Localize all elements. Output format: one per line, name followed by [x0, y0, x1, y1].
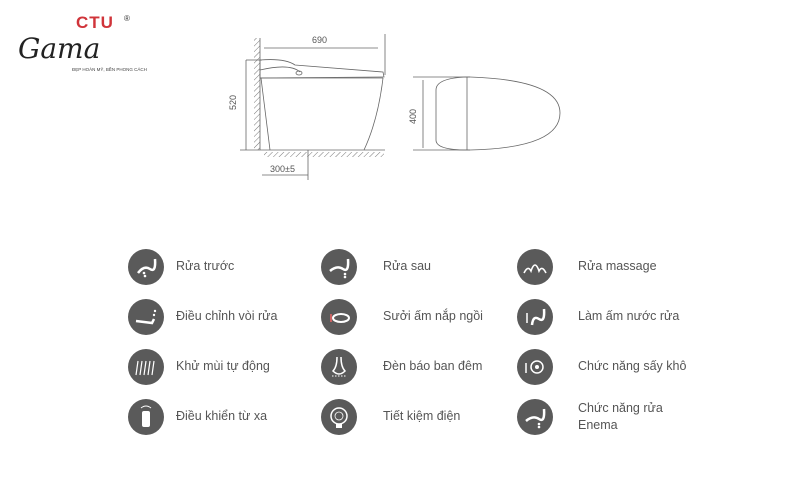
nozzle-adjust-icon — [128, 299, 164, 335]
rear-wash-icon — [321, 249, 357, 285]
front-wash-icon — [128, 249, 164, 285]
remote-control-icon — [128, 399, 164, 435]
side-view — [240, 34, 386, 180]
dimension-height: 520 — [228, 94, 238, 110]
water-warming-icon — [517, 299, 553, 335]
feature-label: Chức năng sấy khô — [578, 359, 687, 373]
brand-logo: Gama CTU ® ĐẸP HOÀN MỸ, BỀN PHONG CÁCH — [18, 14, 168, 78]
deodorize-icon — [128, 349, 164, 385]
feature-label: Điều chỉnh vòi rửa — [176, 309, 278, 323]
dimension-width: 400 — [408, 108, 418, 124]
seat-heating-icon — [321, 299, 357, 335]
feature-label: Chức năng rửa Enema — [578, 401, 663, 432]
feature-label: Sưởi ấm nắp ngồi — [383, 309, 483, 323]
feature-label: Khử mùi tự động — [176, 359, 270, 373]
feature-label: Làm ấm nước rửa — [578, 309, 680, 323]
logo-script: Gama — [18, 32, 101, 65]
massage-wash-icon — [517, 249, 553, 285]
dimension-rough-in: 300±5 — [270, 164, 295, 174]
enema-wash-icon — [517, 399, 553, 435]
eco-icon — [321, 399, 357, 435]
dimension-length: 690 — [312, 35, 328, 45]
feature-label: Rửa sau — [383, 259, 431, 273]
feature-label: Đèn báo ban đêm — [383, 359, 483, 373]
logo-tagline: ĐẸP HOÀN MỸ, BỀN PHONG CÁCH — [72, 67, 147, 72]
feature-label: Rửa massage — [578, 259, 657, 273]
feature-label: Tiết kiệm điện — [383, 409, 461, 423]
logo-brand: CTU — [76, 13, 114, 32]
feature-label: Điều khiển từ xa — [176, 409, 268, 423]
dryer-icon — [517, 349, 553, 385]
top-view — [413, 76, 561, 151]
toilet-dimension-drawing — [240, 34, 561, 180]
night-light-icon — [321, 349, 357, 385]
logo-registered: ® — [124, 14, 130, 23]
feature-label: Rửa trước — [176, 259, 235, 273]
